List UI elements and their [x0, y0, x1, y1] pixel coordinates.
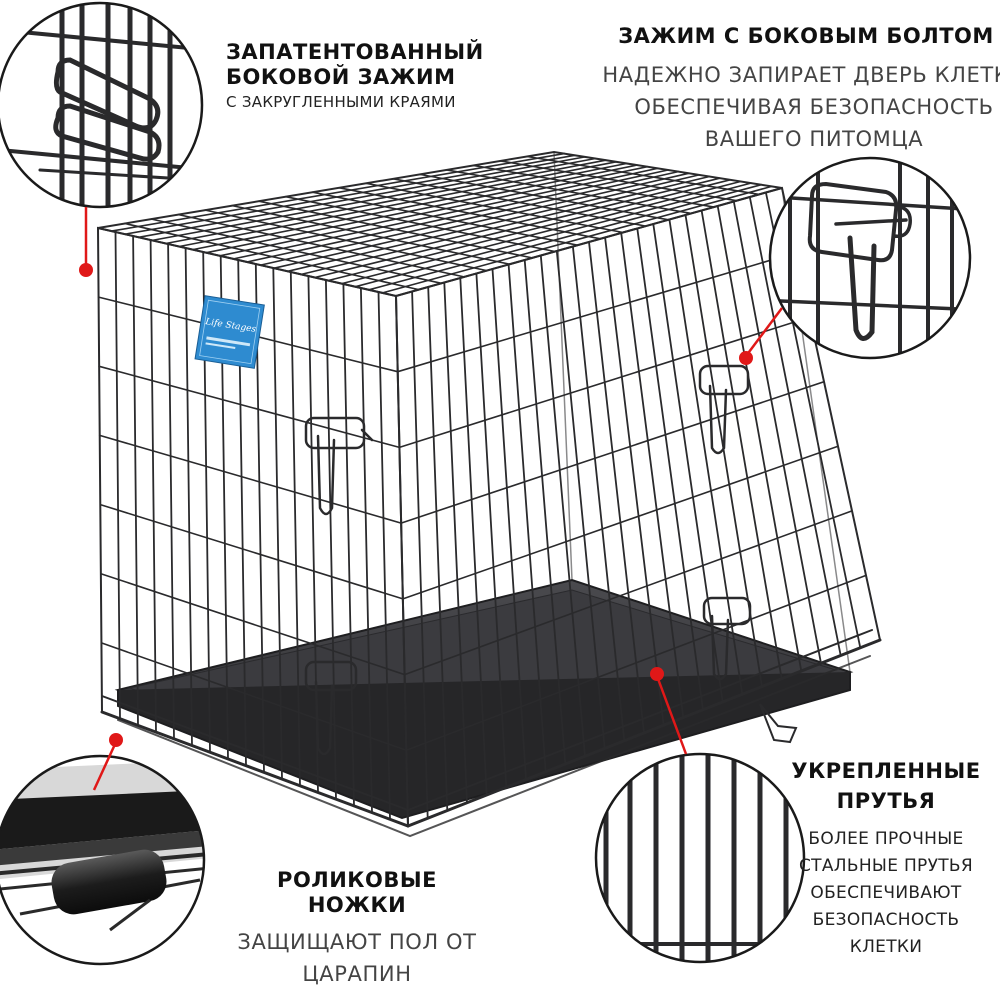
callout-bars-title-1: УКРЕПЛЕННЫЕ [791, 759, 981, 783]
callout-bars-title-2: ПРУТЬЯ [836, 789, 936, 813]
top-panel [97, 150, 783, 298]
inset-bars [594, 752, 806, 964]
callout-bars-line-3: ОБЕСПЕЧИВАЮТ [810, 883, 962, 903]
callout-bars-line-5: КЛЕТКИ [849, 937, 923, 957]
callout-roller-feet-line-1: ЗАЩИЩАЮТ ПОЛ ОТ [237, 930, 477, 954]
leader-line-bolt-clamp [745, 307, 783, 357]
right-side-panel [394, 186, 882, 828]
door-latch-bottom-left [304, 660, 358, 756]
door-latch-bottom-right [702, 596, 752, 681]
callout-side-latch: ЗАПАТЕНТОВАННЫЙ БОКОВОЙ ЗАЖИМ С ЗАКРУГЛЕ… [226, 40, 484, 112]
callout-bolt-clamp-title: ЗАЖИМ С БОКОВЫМ БОЛТОМ [618, 24, 994, 48]
callout-roller-feet-title: РОЛИКОВЫЕ НОЖКИ [277, 868, 437, 917]
door-latch-right [698, 364, 750, 455]
leader-line-roller-foot [92, 741, 118, 791]
leader-line-bars [655, 675, 688, 755]
inset-roller-foot [0, 754, 206, 966]
inset-side-latch [0, 1, 204, 209]
callout-bolt-clamp-line-3: ВАШЕГО ПИТОМЦА [704, 127, 924, 151]
marker-roller-foot [109, 733, 123, 747]
callout-side-latch-subtitle: С ЗАКРУГЛЕННЫМИ КРАЯМИ [226, 93, 456, 111]
marker-bolt-clamp [739, 351, 753, 365]
callout-bars-line-2: СТАЛЬНЫЕ ПРУТЬЯ [798, 856, 973, 876]
product-label-tag: Life Stages [194, 295, 265, 369]
callout-pointers [79, 207, 783, 791]
callout-roller-feet: РОЛИКОВЫЕ НОЖКИ ЗАЩИЩАЮТ ПОЛ ОТ ЦАРАПИН [224, 868, 490, 990]
marker-bars [650, 667, 664, 681]
inset-bolt-clamp [768, 156, 972, 360]
callout-bars-line-4: БЕЗОПАСНОСТЬ [812, 910, 960, 930]
marker-side-latch [79, 263, 93, 277]
callout-roller-feet-line-2: ЦАРАПИН [302, 962, 412, 986]
callout-bars: УКРЕПЛЕННЫЕ ПРУТЬЯ БОЛЕЕ ПРОЧНЫЕ СТАЛЬНЫ… [778, 756, 994, 961]
callout-bolt-clamp-line-1: НАДЕЖНО ЗАПИРАЕТ ДВЕРЬ КЛЕТКИ [602, 63, 1000, 87]
callout-bars-line-1: БОЛЕЕ ПРОЧНЫЕ [808, 829, 964, 849]
door-latch-left [304, 416, 374, 516]
wire-dog-crate [96, 150, 882, 838]
callout-side-latch-title-1: ЗАПАТЕНТОВАННЫЙ [226, 40, 484, 64]
callout-side-latch-title-2: БОКОВОЙ ЗАЖИМ [226, 65, 456, 89]
callout-bolt-clamp-line-2: ОБЕСПЕЧИВАЯ БЕЗОПАСНОСТЬ [634, 95, 994, 119]
callout-bolt-clamp: ЗАЖИМ С БОКОВЫМ БОЛТОМ НАДЕЖНО ЗАПИРАЕТ … [560, 24, 1000, 155]
